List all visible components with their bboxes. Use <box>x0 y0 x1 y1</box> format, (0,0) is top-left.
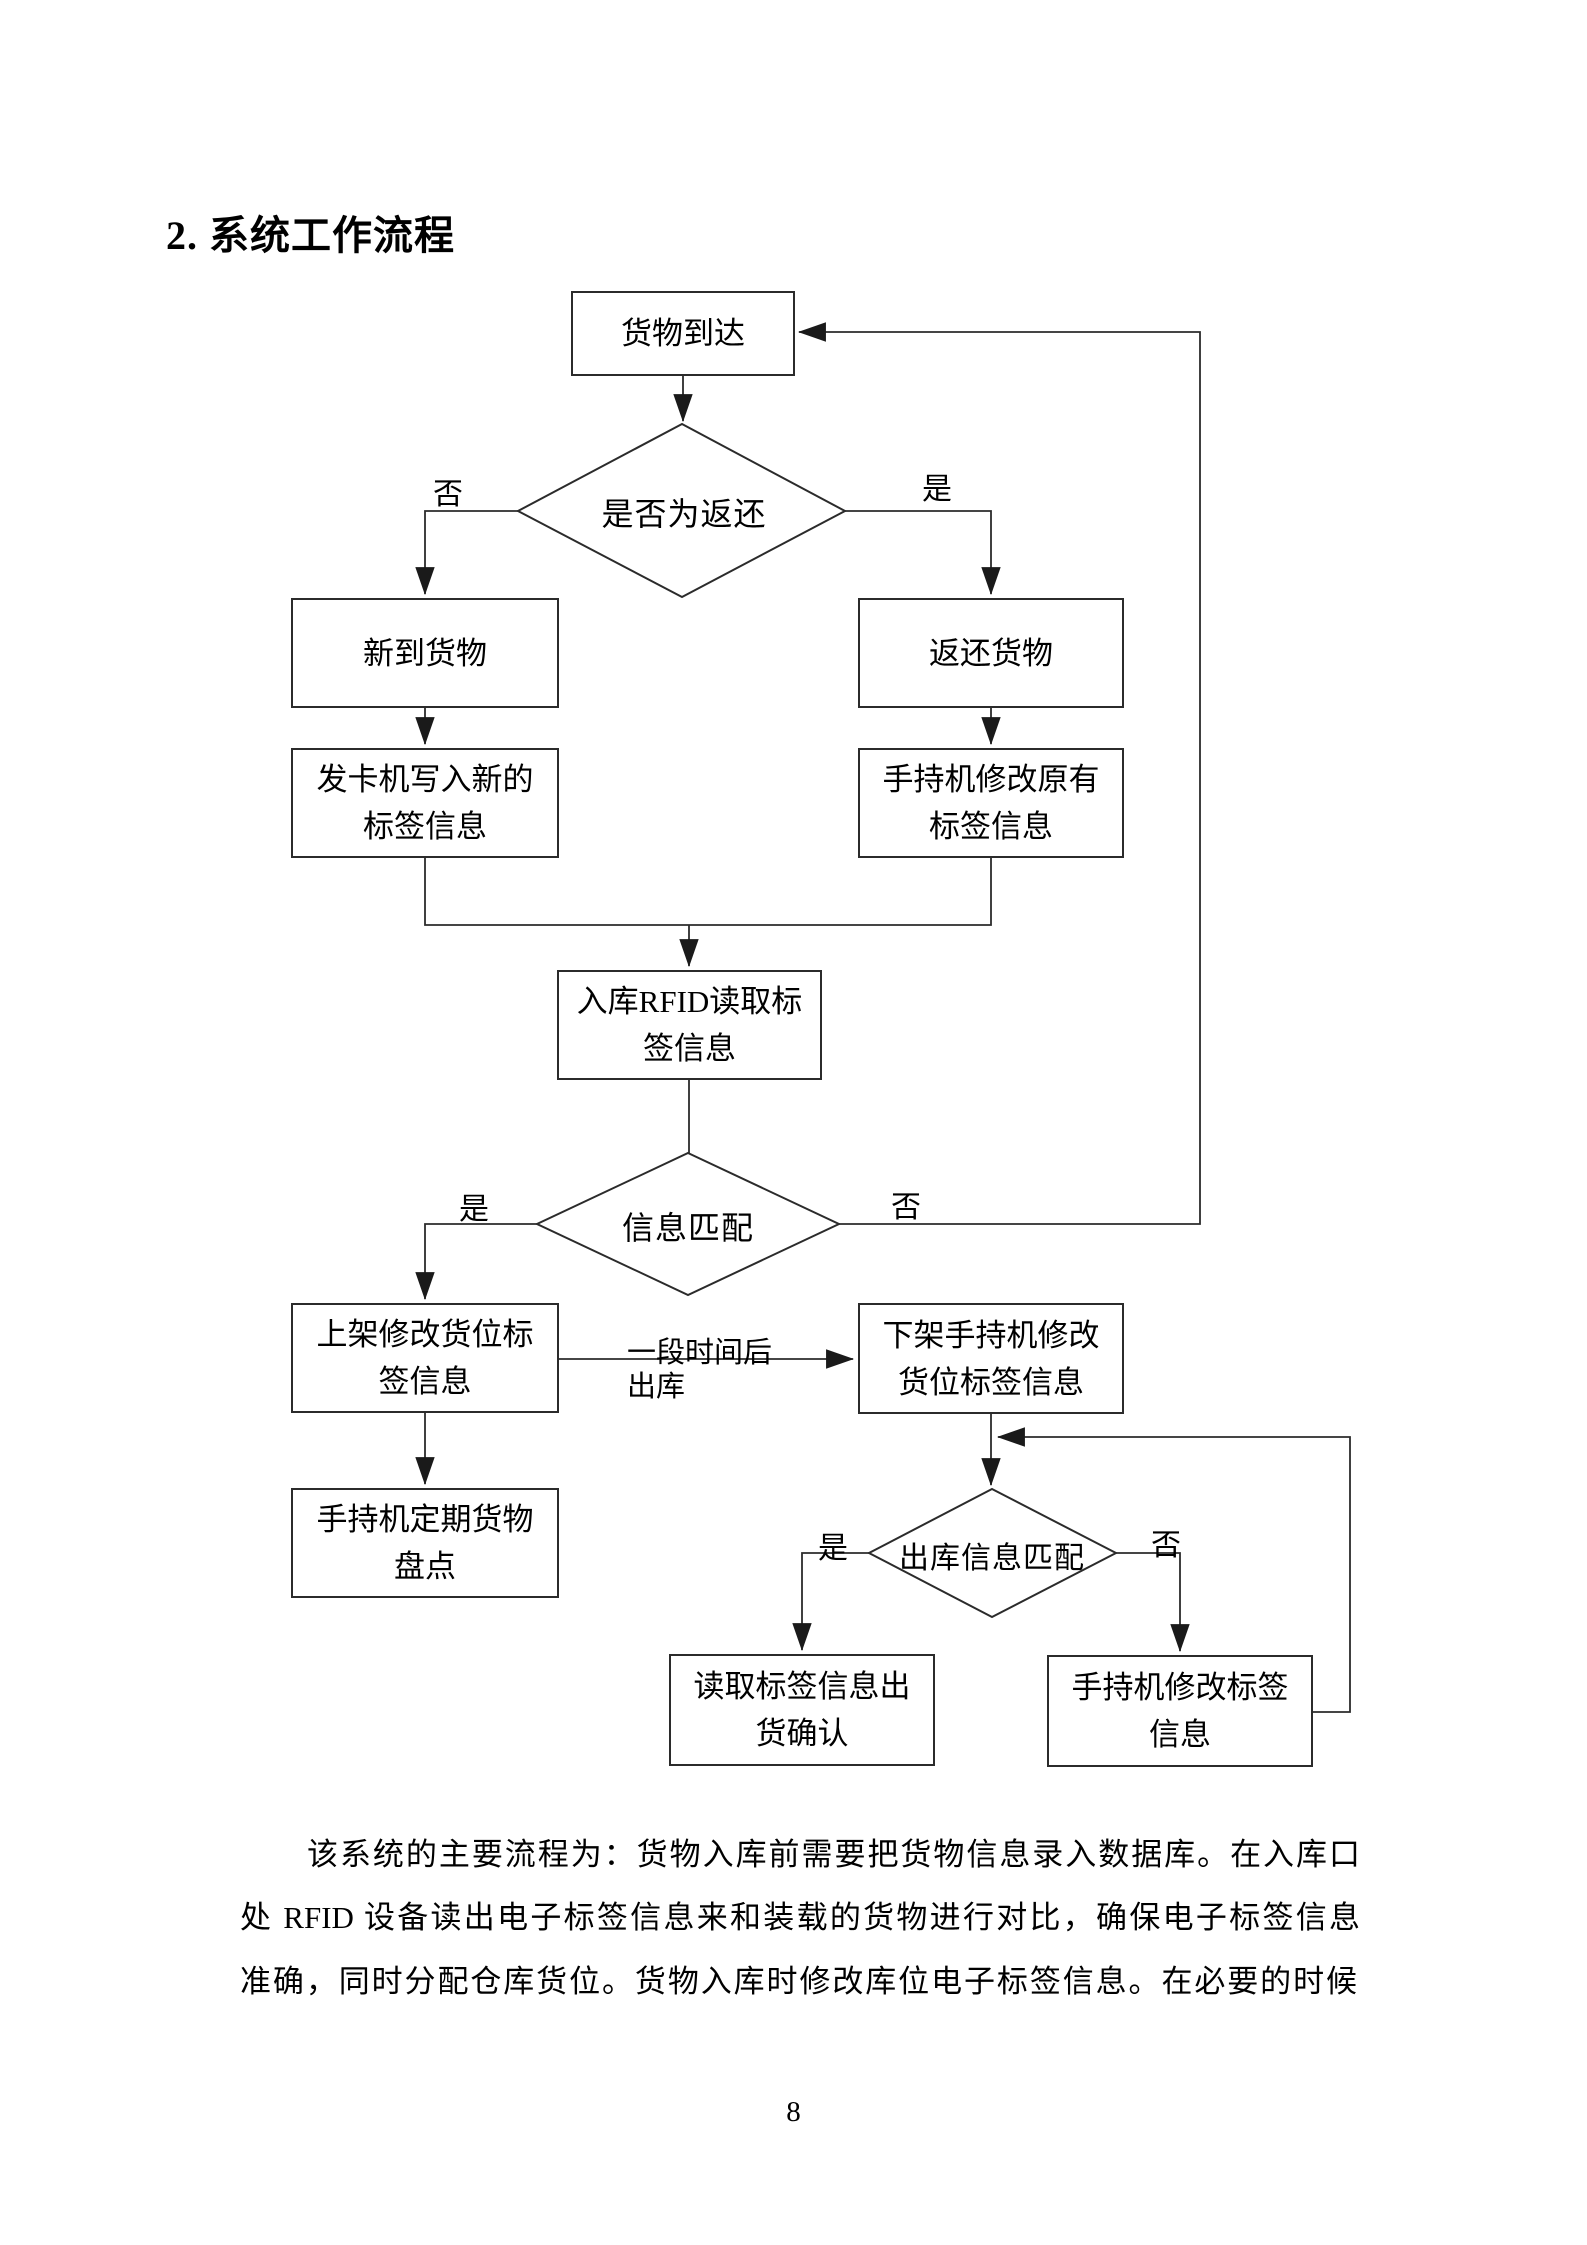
edge-label-outbound: 出库 <box>627 1371 686 1403</box>
node-periodic-inventory: 手持机定期货物 盘点 <box>291 1488 559 1598</box>
edge-label-match-no: 否 <box>891 1191 921 1224</box>
diamond-outbound-match <box>866 1487 1119 1619</box>
node-handheld-modify-tag-label-line2: 信息 <box>1149 1717 1211 1752</box>
node-inbound-rfid-label-line2: 签信息 <box>643 1031 736 1066</box>
node-handheld-modify-tag: 手持机修改标签 信息 <box>1047 1655 1313 1767</box>
section-title: 2. 系统工作流程 <box>166 213 455 258</box>
diamond-outbound-match-label: 出库信息匹配 <box>899 1542 1085 1575</box>
node-goods-arrive: 货物到达 <box>571 291 795 376</box>
node-unshelve-label-line2: 货位标签信息 <box>898 1364 1084 1400</box>
edge-label-after-time: 一段时间后 <box>627 1337 773 1369</box>
edge-label-out-no: 否 <box>1151 1529 1181 1562</box>
node-periodic-inventory-label-line1: 手持机定期货物 <box>316 1502 534 1537</box>
node-unshelve: 下架手持机修改 货位标签信息 <box>858 1303 1124 1414</box>
edge-label-return-yes: 是 <box>922 473 952 506</box>
node-read-confirm-label-line1: 读取标签信息出 <box>693 1669 911 1704</box>
diamond-info-match-label: 信息匹配 <box>621 1210 755 1246</box>
node-shelve-label-line1: 上架修改货位标 <box>316 1317 534 1352</box>
edge-isreturn-no-to-newgoods <box>415 510 518 596</box>
node-handheld-modify-orig-label-line1: 手持机修改原有 <box>882 762 1100 797</box>
node-handheld-modify-orig: 手持机修改原有 标签信息 <box>858 748 1124 858</box>
node-handheld-modify-tag-label-line1: 手持机修改标签 <box>1071 1670 1289 1705</box>
node-issuer-write-label-line2: 标签信息 <box>363 809 487 844</box>
node-inbound-rfid: 入库RFID读取标 签信息 <box>557 970 822 1080</box>
node-issuer-write: 发卡机写入新的 标签信息 <box>291 748 559 858</box>
node-unshelve-label-line1: 下架手持机修改 <box>882 1317 1100 1353</box>
edge-label-match-yes: 是 <box>459 1193 489 1226</box>
edge-infomatch-yes-to-shelve <box>415 1223 537 1301</box>
edge-outmatch-yes-to-confirm <box>792 1552 869 1652</box>
edge-isreturn-yes-to-returngoods <box>845 510 1001 596</box>
page-number: 8 <box>786 2096 801 2128</box>
diamond-info-match <box>534 1151 842 1297</box>
edge-outmatch-no-to-modifytag <box>1116 1552 1190 1653</box>
diamond-is-return-label: 是否为返还 <box>601 496 767 532</box>
node-new-goods-label: 新到货物 <box>363 635 487 671</box>
edge-modifytag-loop-to-unshelve <box>996 1427 1351 1713</box>
node-handheld-modify-orig-label-line2: 标签信息 <box>929 809 1053 844</box>
node-periodic-inventory-label-line2: 盘点 <box>394 1549 456 1584</box>
node-shelve-label-line2: 签信息 <box>378 1364 472 1399</box>
node-shelve: 上架修改货位标 签信息 <box>291 1303 559 1413</box>
node-new-goods: 新到货物 <box>291 598 559 708</box>
node-issuer-write-label-line1: 发卡机写入新的 <box>316 762 534 797</box>
edge-label-return-no: 否 <box>433 478 463 511</box>
node-read-confirm: 读取标签信息出 货确认 <box>669 1654 935 1766</box>
edge-label-out-yes: 是 <box>818 1532 848 1565</box>
edge-infomatch-no-loop-to-arrive <box>797 322 1201 1225</box>
node-inbound-rfid-label-line1: 入库RFID读取标 <box>576 984 803 1019</box>
diamond-is-return <box>515 422 848 599</box>
node-return-goods-label: 返还货物 <box>929 635 1053 671</box>
node-read-confirm-label-line2: 货确认 <box>755 1716 849 1751</box>
paragraph-line-3: 准确，同时分配仓库货位。货物入库时修改库位电子标签信息。在必要的时候 <box>240 1964 1357 1999</box>
node-return-goods: 返还货物 <box>858 598 1124 708</box>
edge-merge-lines <box>424 858 992 926</box>
node-goods-arrive-label: 货物到达 <box>621 316 745 351</box>
paragraph-line-2: 处 RFID 设备读出电子标签信息来和装载的货物进行对比，确保电子标签信息 <box>240 1900 1360 1935</box>
paragraph-line-1: 该系统的主要流程为：货物入库前需要把货物信息录入数据库。在入库口 <box>307 1837 1360 1872</box>
